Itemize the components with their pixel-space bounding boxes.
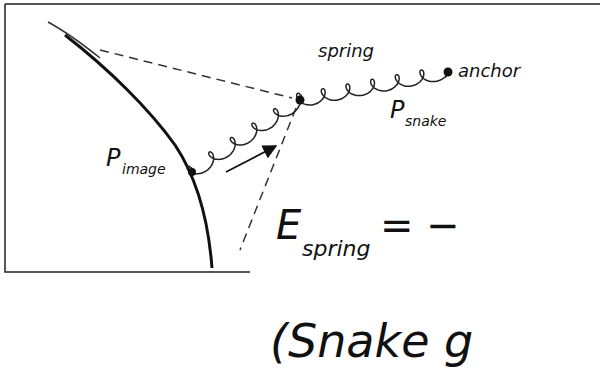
anchor-label: anchor (458, 62, 520, 80)
image-edge-curve (65, 35, 212, 268)
spring-label: spring (318, 42, 374, 60)
equation-text: = − (380, 205, 460, 245)
subscript-label: snake (405, 114, 446, 128)
anchor-point (444, 68, 453, 77)
point-symbol: P (106, 146, 120, 170)
snake-point (296, 96, 305, 105)
frame-line (5, 4, 600, 272)
energy-symbol: E (276, 205, 301, 245)
dashed-line (100, 50, 292, 98)
point-symbol: P (390, 98, 404, 122)
image-edge-double (48, 22, 100, 58)
subscript-label: spring (302, 238, 371, 260)
spring-coil (297, 70, 448, 105)
subscript-label: image (122, 162, 166, 176)
image-point (188, 168, 196, 176)
spring-coil (187, 100, 300, 174)
note-text: (Snake g (270, 318, 473, 364)
